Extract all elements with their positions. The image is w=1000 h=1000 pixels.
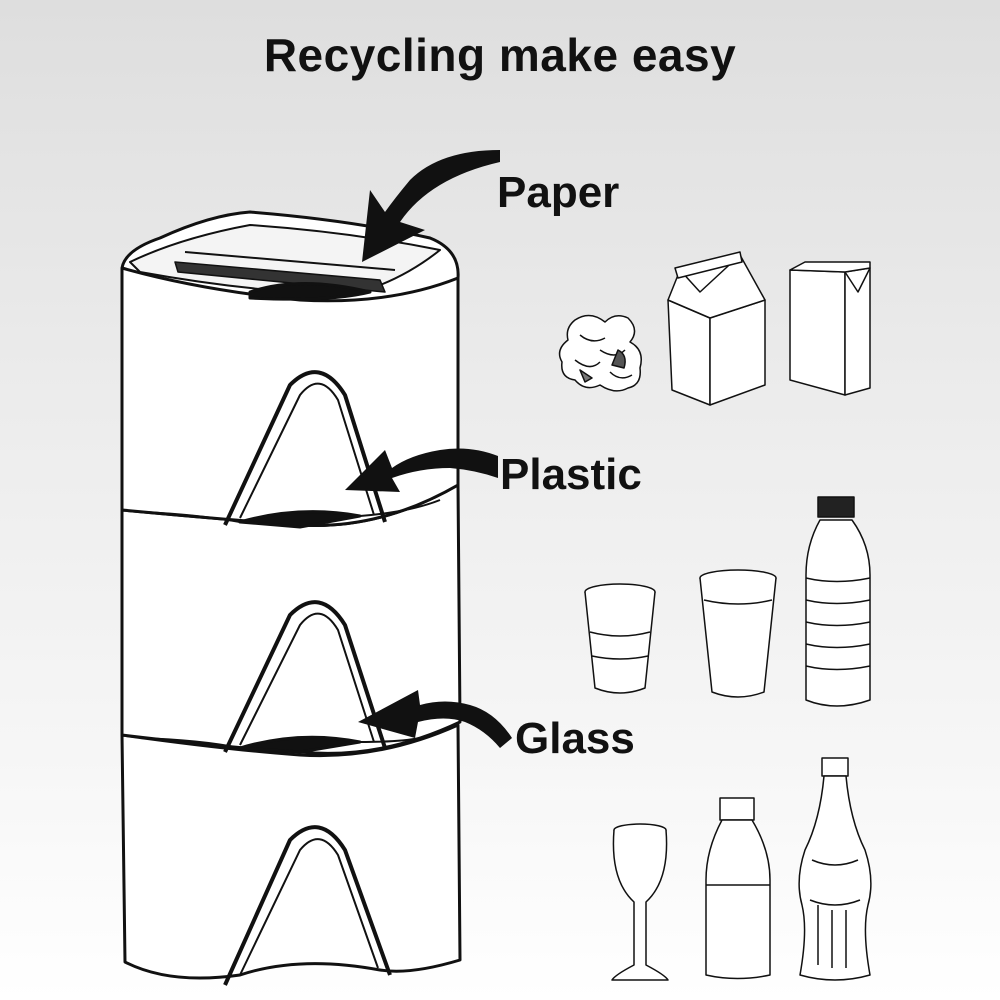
label-glass: Glass xyxy=(515,714,635,763)
bin-paper xyxy=(120,210,460,529)
label-paper: Paper xyxy=(497,168,620,217)
crumpled-paper-icon xyxy=(558,314,642,392)
arrow-glass-icon xyxy=(358,690,512,748)
plastic-items xyxy=(584,496,871,707)
glass-items xyxy=(611,757,872,981)
glass-bottle-icon xyxy=(705,797,771,980)
plastic-bottle-icon xyxy=(805,496,871,707)
plastic-cup-tall-icon xyxy=(699,569,777,698)
bin-glass xyxy=(120,723,462,986)
soda-bottle-icon xyxy=(798,757,872,981)
paper-items xyxy=(558,251,871,406)
bin-plastic xyxy=(120,483,462,755)
milk-carton-icon xyxy=(667,251,766,406)
arrow-plastic-icon xyxy=(345,448,498,492)
juice-carton-icon xyxy=(789,261,871,396)
wine-glass-icon xyxy=(611,823,669,981)
arrow-paper-icon xyxy=(362,150,500,262)
plastic-cup-small-icon xyxy=(584,583,656,694)
page-title: Recycling make easy xyxy=(263,29,737,81)
stacked-recycling-bins xyxy=(120,210,462,986)
label-plastic: Plastic xyxy=(500,450,642,499)
